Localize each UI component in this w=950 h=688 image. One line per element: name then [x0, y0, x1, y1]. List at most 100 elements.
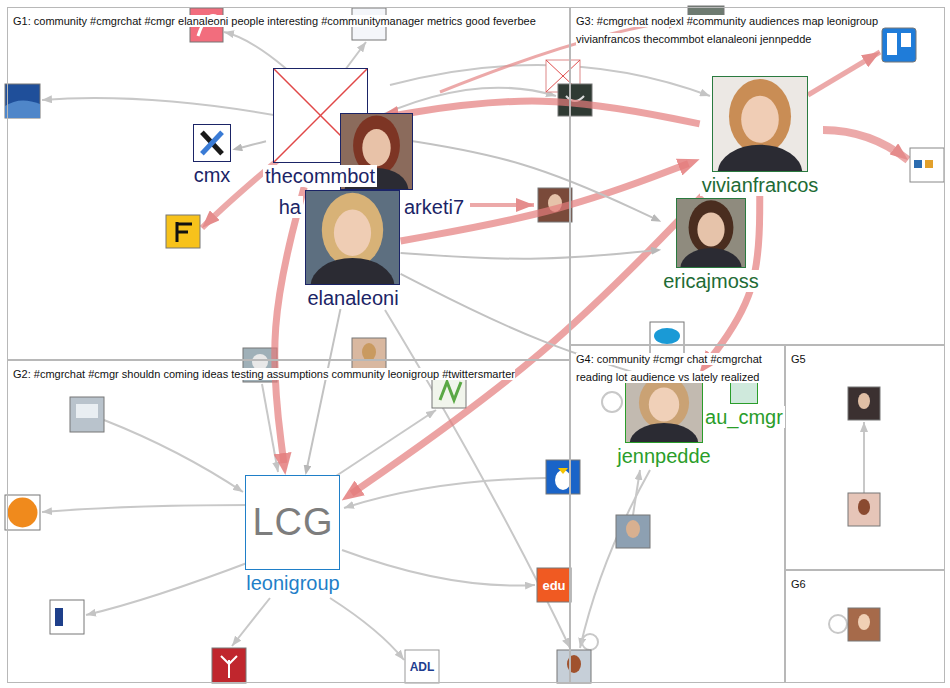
- avatar-icon: [858, 393, 870, 409]
- hair-shape: [353, 116, 400, 176]
- avatar-art: [713, 77, 807, 171]
- group-heading: G6: [791, 578, 806, 590]
- avatar-icon: [440, 382, 461, 400]
- avatar-icon: [5, 100, 40, 118]
- connector-arrow: [401, 250, 656, 258]
- avatar-icon: [858, 614, 870, 630]
- logo-text: LCG: [252, 501, 333, 544]
- node-label: arketi7: [402, 196, 466, 218]
- avatar-icon: [654, 328, 680, 344]
- link-line: [86, 560, 255, 615]
- avatar-icon: [901, 33, 911, 47]
- node-label: thecommbot: [263, 165, 377, 187]
- avatar-icon: [537, 568, 571, 602]
- link-line: [440, 20, 686, 92]
- group-heading: G1: community #cmgrchat #cmgr elanaleoni…: [13, 15, 536, 27]
- avatar-picture: [625, 373, 703, 443]
- avatar-icon: [558, 468, 568, 474]
- avatar-picture: [305, 190, 400, 285]
- avatar-art: [306, 191, 399, 284]
- shoulder-shape: [680, 248, 741, 267]
- logo-text: ADL: [405, 650, 439, 683]
- avatar-icon: [5, 495, 40, 530]
- connector-arrow: [307, 309, 341, 469]
- avatar-icon: [76, 404, 98, 418]
- shoulder-shape: [718, 145, 803, 171]
- node-label: au_cmgr: [703, 406, 785, 428]
- face-shape: [362, 129, 390, 167]
- connector-arrow: [401, 163, 689, 241]
- self-loop: [602, 392, 622, 412]
- hair-shape: [322, 193, 383, 267]
- vertex-node: ericajmoss: [661, 198, 761, 292]
- avatar-icon: [8, 498, 38, 528]
- hair-shape: [729, 79, 791, 154]
- vertex-node: cmx: [192, 124, 233, 186]
- logo-text: edu: [537, 568, 571, 602]
- link-line: [808, 52, 880, 95]
- group-panel: G5: [785, 345, 945, 570]
- avatar-icon: [910, 148, 944, 182]
- avatar-icon: [55, 608, 63, 626]
- link-line: [42, 98, 290, 118]
- face-shape: [649, 388, 679, 422]
- avatar-icon: [848, 493, 880, 526]
- avatar-icon: [362, 343, 376, 361]
- avatar-icon: [848, 608, 880, 641]
- group-heading: G3: #cmgrchat nodexl #community audience…: [576, 15, 878, 45]
- shoulder-shape: [345, 168, 409, 189]
- node-label: leonigroup: [244, 572, 341, 594]
- group-heading: G5: [791, 353, 806, 365]
- avatar-picture: [730, 382, 758, 404]
- shoulder-shape: [630, 423, 698, 442]
- link-line: [330, 598, 404, 660]
- node-label: vivianfrancos: [700, 174, 821, 196]
- link-line: [232, 598, 270, 646]
- node-label: ericajmoss: [661, 270, 761, 292]
- avatar-icon: [616, 515, 650, 548]
- avatar-art: [677, 199, 745, 267]
- hair-shape: [639, 375, 689, 429]
- shoulder-shape: [311, 258, 395, 284]
- group-panel: G1: community #cmgrchat #cmgr elanaleoni…: [7, 7, 570, 360]
- self-loop: [582, 634, 598, 650]
- avatar-icon: [5, 84, 40, 118]
- node-label: jennpedde: [615, 445, 712, 467]
- avatar-icon: [858, 499, 870, 515]
- group-heading: G4: community #cmgr chat #cmgrchat readi…: [576, 353, 762, 383]
- group-heading: G2: #cmgrchat #cmgr shouldn coming ideas…: [13, 368, 515, 380]
- vertex-node: au_cmgr: [703, 382, 785, 428]
- avatar-picture: LCG: [245, 475, 340, 570]
- avatar-picture: [712, 76, 808, 172]
- avatar-icon: [546, 460, 580, 494]
- avatar-icon: [177, 222, 192, 242]
- group-panel: G3: #cmgrchat nodexl #community audience…: [570, 7, 945, 345]
- avatar-art: [194, 125, 230, 161]
- avatar-picture: [676, 198, 746, 268]
- node-label: ha: [277, 196, 303, 218]
- avatar-icon: [557, 650, 591, 683]
- vertex-node: vivianfrancos: [700, 76, 821, 196]
- link-line: [863, 422, 865, 493]
- avatar-icon: [352, 338, 386, 370]
- hair-shape: [689, 200, 734, 254]
- connector-arrow: [377, 136, 656, 219]
- avatar-icon: [70, 397, 104, 432]
- vertex-node: jennpedde: [615, 373, 712, 467]
- link-line: [580, 470, 650, 648]
- avatar-icon: [221, 656, 237, 678]
- avatar-icon: [925, 160, 933, 168]
- connector-arrow: [389, 101, 700, 124]
- avatar-icon: [626, 520, 640, 538]
- link-line: [342, 550, 535, 586]
- logo-stroke: [202, 132, 222, 154]
- logo-stroke: [202, 132, 222, 154]
- face-shape: [741, 96, 779, 143]
- link-line: [470, 203, 534, 207]
- vertex-node: LCG leonigroup: [244, 475, 341, 594]
- avatar-icon: [50, 600, 84, 634]
- avatar-icon: [212, 648, 246, 683]
- self-loop: [829, 615, 847, 633]
- avatar-icon: [650, 322, 684, 356]
